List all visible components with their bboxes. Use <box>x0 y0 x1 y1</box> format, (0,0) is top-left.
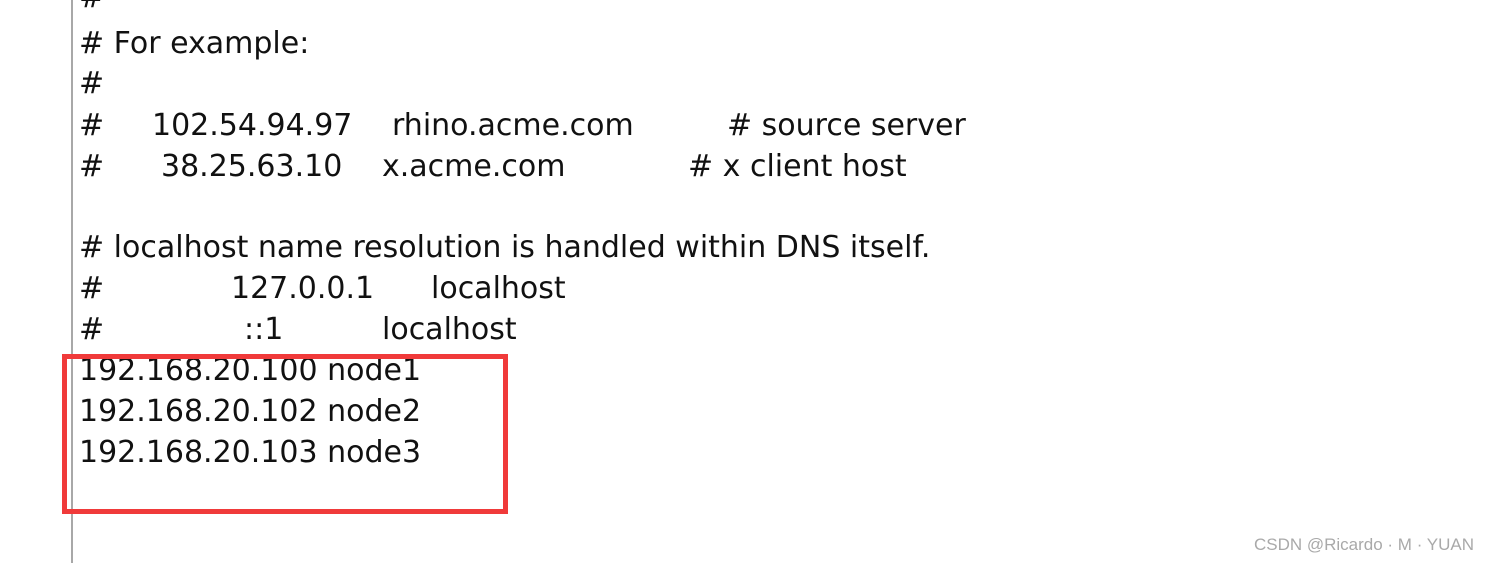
inline-comment: # x client host <box>688 149 907 184</box>
code-line: # 38.25.63.10 x.acme.com # x client host <box>0 147 907 187</box>
comment-marker: # <box>79 271 105 306</box>
code-line: # For example: <box>0 24 309 64</box>
hostname: rhino.acme.com <box>392 108 634 143</box>
code-line: # ::1 localhost <box>0 310 517 350</box>
ip-address: 127.0.0.1 <box>231 271 375 306</box>
comment-marker: # <box>79 108 105 143</box>
watermark: CSDN @Ricardo · M · YUAN <box>1253 535 1474 554</box>
ip-address: ::1 <box>244 312 284 347</box>
hostname: localhost <box>382 312 517 347</box>
comment-marker: # <box>79 312 105 347</box>
line-text: # localhost name resolution is handled w… <box>79 230 931 265</box>
hostname: x.acme.com <box>382 149 566 184</box>
line-text: # For example: <box>79 26 310 61</box>
ip-address: 102.54.94.97 <box>152 108 353 143</box>
line-text: # <box>79 66 105 101</box>
host-entry-line: 192.168.20.103 node3 <box>0 433 421 473</box>
line-text: # <box>79 0 104 18</box>
inline-comment: # source server <box>727 108 966 143</box>
host-entry-line: 192.168.20.100 node1 <box>0 351 421 391</box>
code-line: # localhost name resolution is handled w… <box>0 228 930 268</box>
hostname: localhost <box>431 271 566 306</box>
code-line: # <box>0 0 104 18</box>
editor-left-border <box>71 0 73 563</box>
code-line: # <box>0 64 104 104</box>
host-entry: 192.168.20.102 node2 <box>79 394 422 429</box>
host-entry-line: 192.168.20.102 node2 <box>0 392 421 432</box>
code-line: # 127.0.0.1 localhost <box>0 269 566 309</box>
host-entry: 192.168.20.103 node3 <box>79 435 422 470</box>
code-line: # 102.54.94.97 rhino.acme.com # source s… <box>0 106 966 146</box>
ip-address: 38.25.63.10 <box>161 149 343 184</box>
comment-marker: # <box>79 149 105 184</box>
highlight-box <box>62 354 508 514</box>
